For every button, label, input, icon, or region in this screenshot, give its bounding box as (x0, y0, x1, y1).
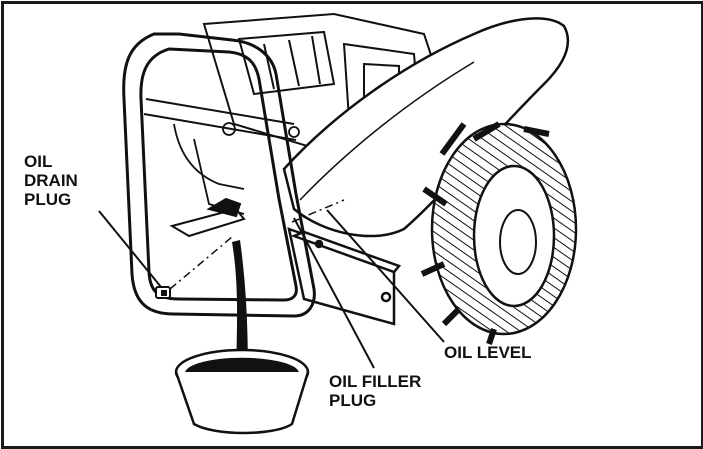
tiller-housing (282, 17, 570, 238)
drain-plug-icon (155, 286, 171, 299)
drain-pan (174, 348, 310, 435)
bumper-frame (122, 32, 316, 318)
leader-lines (98, 209, 445, 369)
oil-level-leader (326, 209, 445, 343)
drain-spout (169, 197, 246, 238)
drain-guide-dashed-line (169, 236, 233, 290)
oil-stream (232, 240, 248, 376)
wheel (420, 121, 578, 345)
oil-drain-plug-label: OIL DRAIN PLUG (24, 152, 78, 209)
oil-level-label: OIL LEVEL (444, 343, 532, 362)
tiller-illustration (98, 12, 578, 435)
drain-plug-leader (98, 210, 162, 288)
oil-filler-plug-label: OIL FILLER PLUG (329, 372, 422, 410)
engine-details (173, 122, 300, 215)
filler-plug-leader (293, 217, 375, 369)
